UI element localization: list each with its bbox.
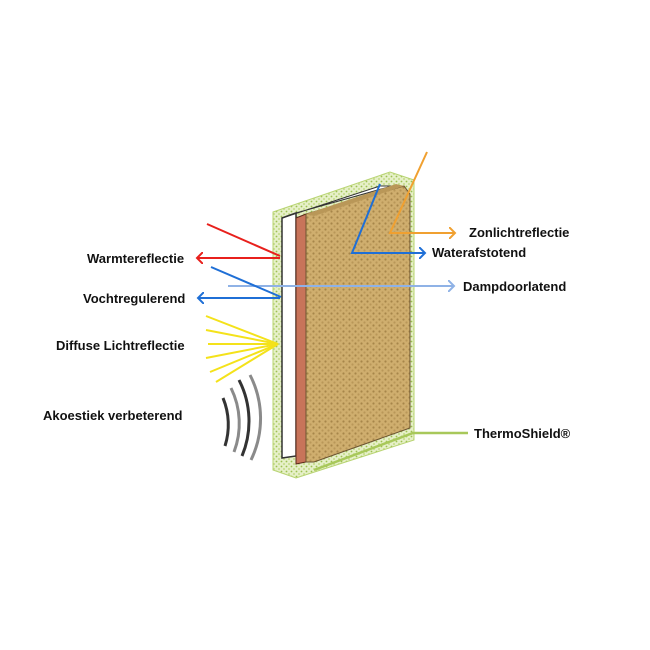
label-zonlichtreflectie: Zonlichtreflectie (469, 225, 569, 240)
vocht-incoming-ray (210, 266, 282, 298)
warmte-incoming-ray (206, 223, 281, 257)
label-vochtregulerend: Vochtregulerend (83, 291, 185, 306)
label-warmtereflectie: Warmtereflectie (87, 251, 184, 266)
zonlicht-arrow (388, 151, 455, 233)
label-waterafstotend: Waterafstotend (432, 245, 526, 260)
brick-layer (295, 213, 307, 465)
label-akoestiek-verbeterend: Akoestiek verbeterend (43, 408, 183, 423)
insulation-block (305, 184, 411, 463)
label-thermoshield: ThermoShield® (474, 426, 571, 441)
white-board-layer (281, 185, 393, 459)
waterafstotend-arrow (350, 183, 425, 253)
acoustic-waves (221, 374, 263, 461)
diffuse-light-rays (205, 315, 279, 383)
label-diffuse-lichtreflectie: Diffuse Lichtreflectie (56, 338, 185, 353)
thermoshield-leader-line (313, 431, 468, 472)
label-dampdoorlatend: Dampdoorlatend (463, 279, 566, 294)
